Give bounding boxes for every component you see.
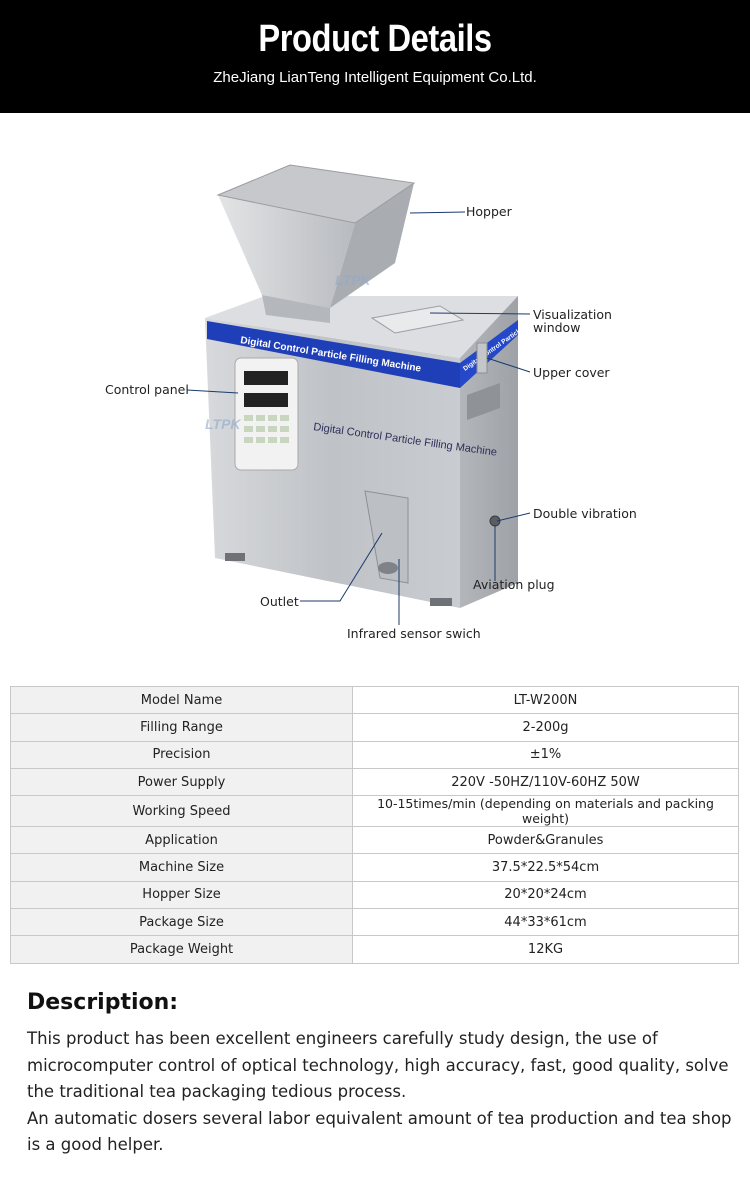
spec-value: 10-15times/min (depending on materials a… xyxy=(352,795,739,828)
watermark: LTPK xyxy=(335,272,371,288)
spec-value: 37.5*22.5*54cm xyxy=(352,853,739,882)
page-title: Product Details xyxy=(258,18,492,60)
callout-lines xyxy=(186,211,531,625)
upper-cover-handle xyxy=(476,342,488,374)
machine-figure: Digital Control Particle Filling Machine… xyxy=(0,113,750,673)
spec-key: Power Supply xyxy=(10,767,353,797)
side-vent xyxy=(467,383,500,420)
spec-key: Package Size xyxy=(10,908,353,937)
spec-key: Machine Size xyxy=(10,853,353,882)
spec-value: LT-W200N xyxy=(352,685,739,715)
spec-value: 20*20*24cm xyxy=(352,880,739,910)
spec-value: ±1% xyxy=(352,740,739,769)
spec-value: 2-200g xyxy=(352,713,739,742)
hopper-front xyxy=(218,195,355,308)
description-body: This product has been excellent engineer… xyxy=(27,1026,742,1159)
callout-visualization-window: Visualization window xyxy=(533,308,612,334)
description-heading: Description: xyxy=(27,990,179,1015)
header-banner: Product Details ZheJiang LianTeng Intell… xyxy=(0,0,750,113)
description-paragraph: This product has been excellent engineer… xyxy=(27,1029,729,1101)
outlet-chute xyxy=(364,490,409,584)
spec-value: Powder&Granules xyxy=(352,826,739,855)
watermark: LTPK xyxy=(205,416,241,432)
description-paragraph: An automatic dosers several labor equiva… xyxy=(27,1108,732,1155)
callout-visualization-line2: window xyxy=(533,320,581,335)
hopper-rim xyxy=(216,164,416,224)
callout-double-vibration: Double vibration xyxy=(533,506,637,521)
spec-key: Precision xyxy=(10,740,353,769)
spec-key: Filling Range xyxy=(10,713,353,742)
spec-key: Working Speed xyxy=(10,795,353,828)
spec-value: 220V -50HZ/110V-60HZ 50W xyxy=(352,767,739,797)
callout-aviation-plug: Aviation plug xyxy=(473,577,555,592)
spec-value: 44*33*61cm xyxy=(352,908,739,937)
callout-control-panel: Control panel xyxy=(105,382,189,397)
side-label-band xyxy=(460,320,518,388)
company-name: ZheJiang LianTeng Intelligent Equipment … xyxy=(213,69,537,86)
table-row: Precision±1% xyxy=(10,740,739,769)
hopper-side xyxy=(330,183,414,308)
front-label-band xyxy=(207,321,460,388)
spec-key: Package Weight xyxy=(10,935,353,964)
filling-machine-illustration: Digital Control Particle Filling Machine… xyxy=(186,164,564,625)
callout-upper-cover: Upper cover xyxy=(533,365,610,380)
callout-visualization-line1: Visualization xyxy=(533,307,612,322)
hopper-neck xyxy=(262,295,330,323)
spec-key: Model Name xyxy=(10,685,353,715)
callout-hopper: Hopper xyxy=(466,204,512,219)
spec-key: Application xyxy=(10,826,353,855)
callout-outlet: Outlet xyxy=(260,594,299,609)
spec-key: Hopper Size xyxy=(10,880,353,910)
spec-value: 12KG xyxy=(352,935,739,964)
callout-infrared-sensor: Infrared sensor swich xyxy=(347,626,481,641)
